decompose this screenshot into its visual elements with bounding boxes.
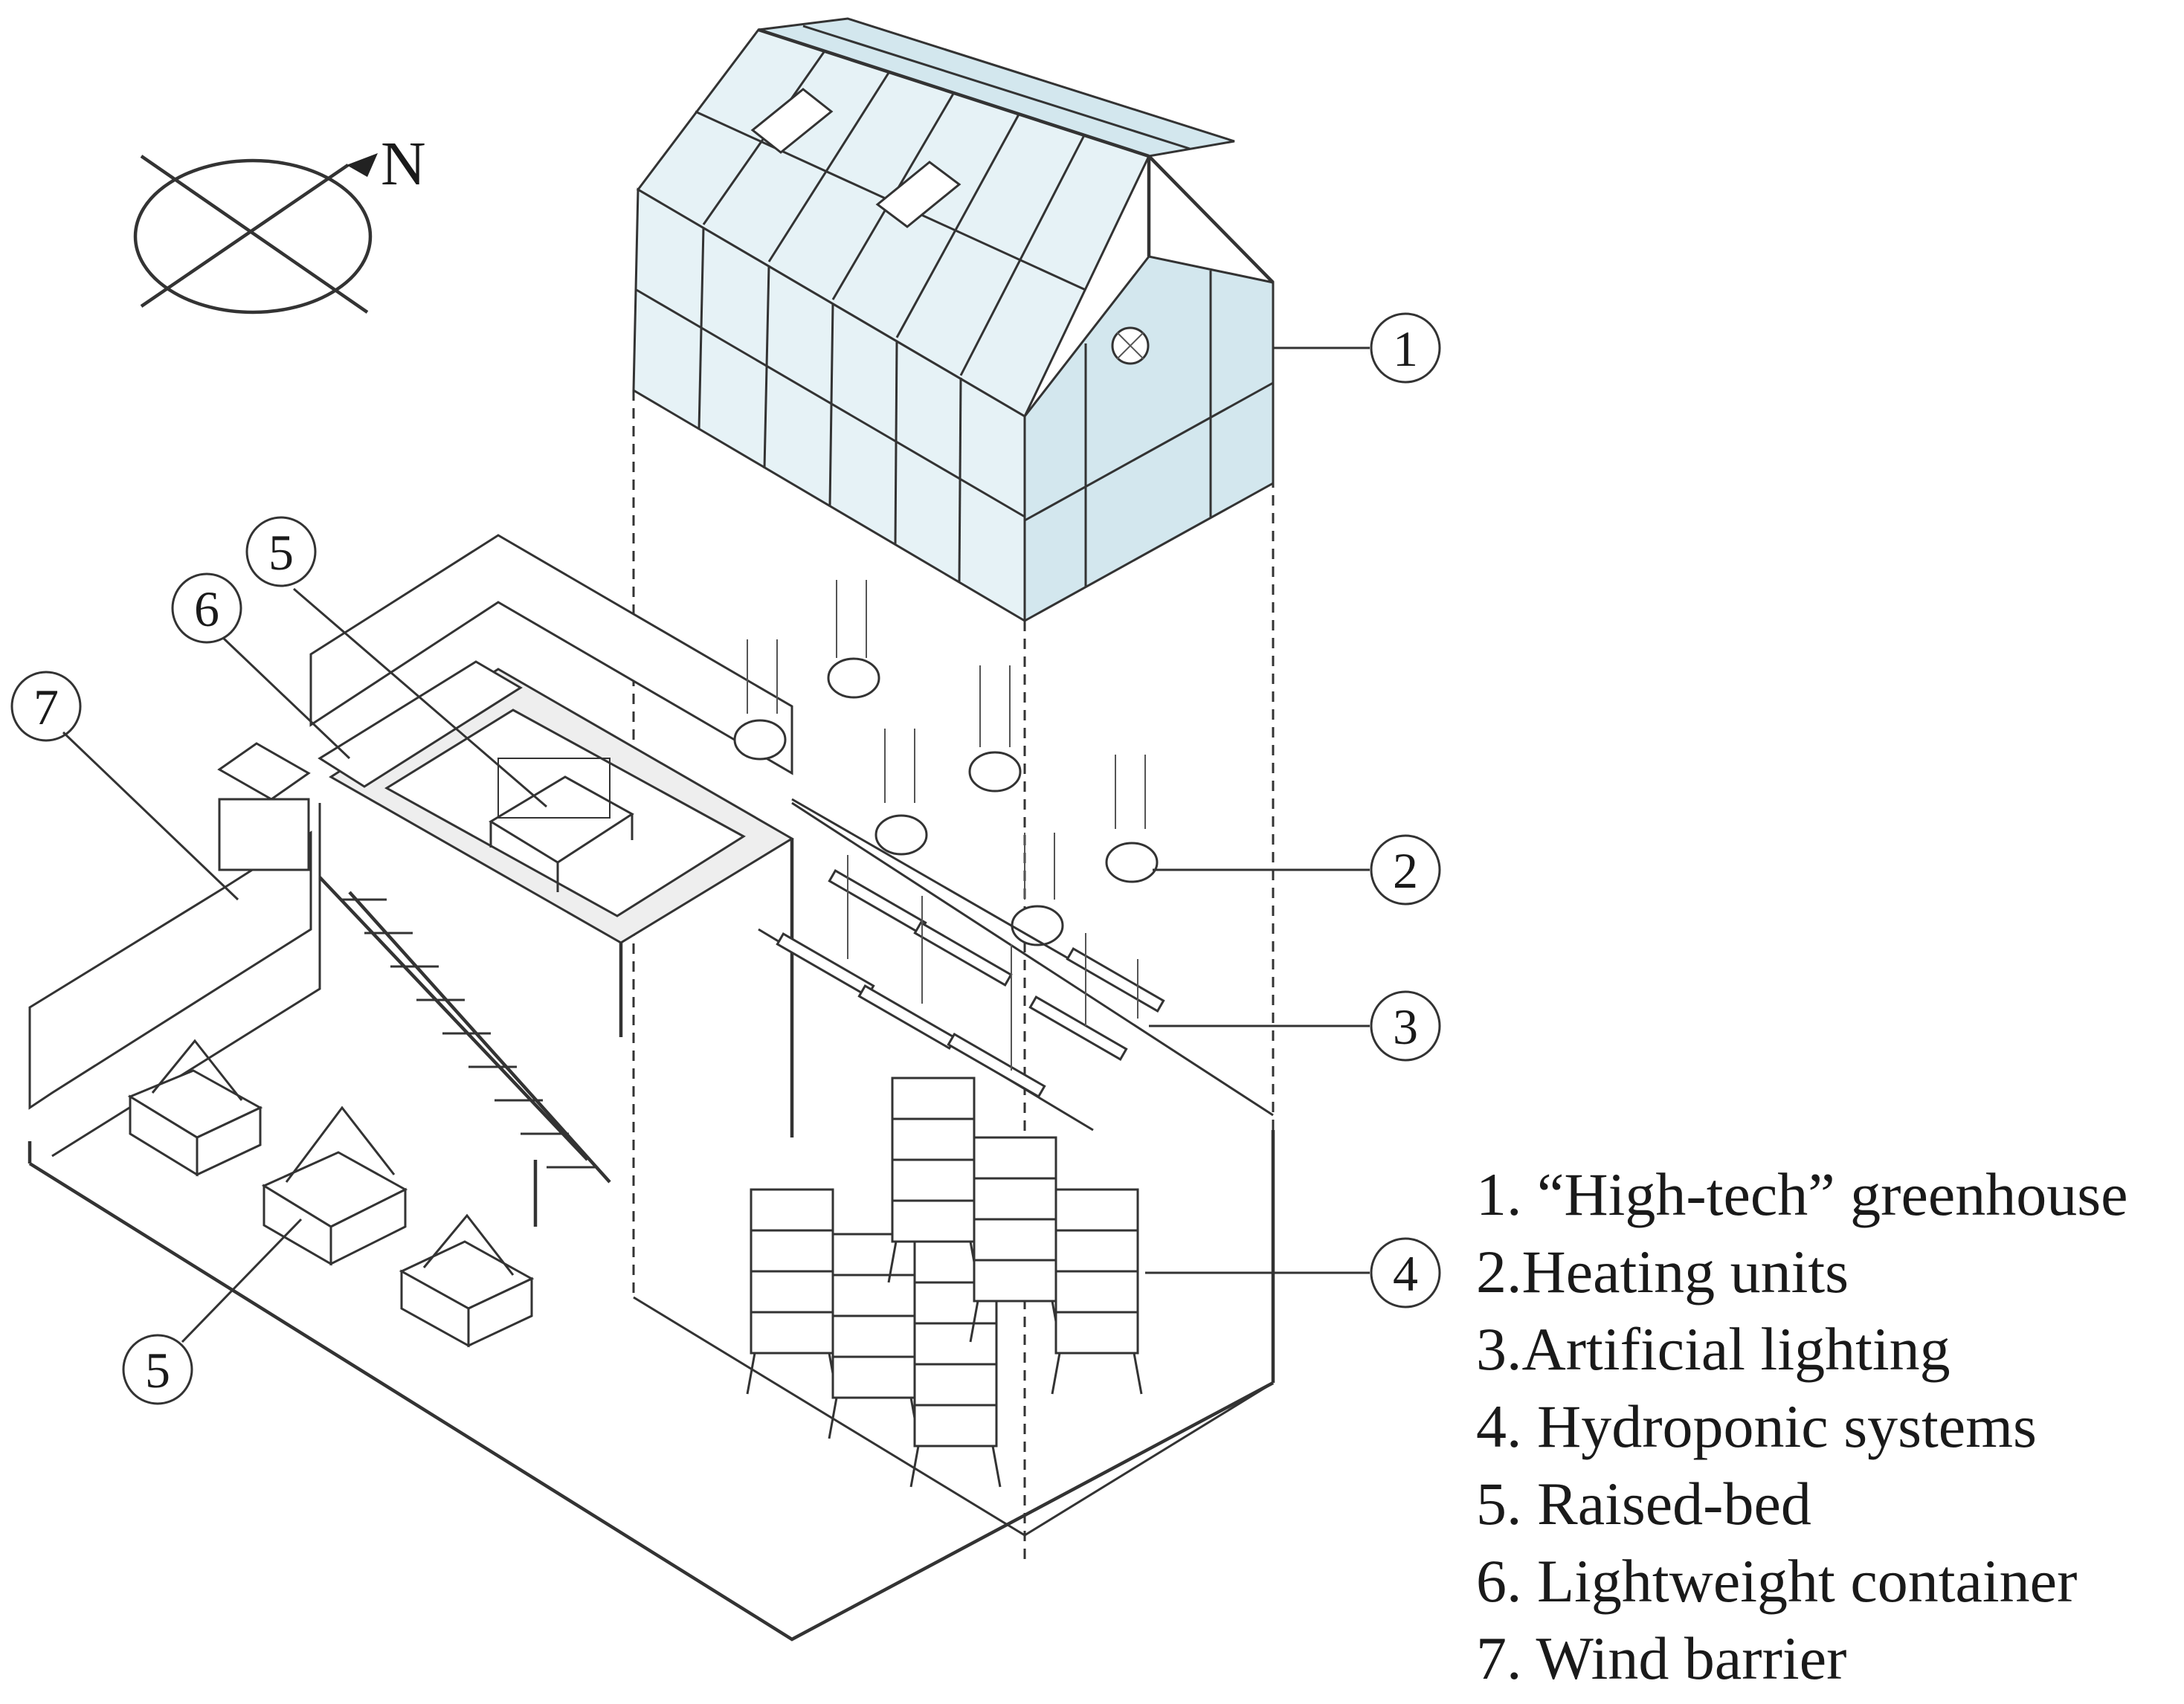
callout-7: 7 [10, 671, 82, 742]
ground-slab [28, 1162, 1275, 1642]
callout-5-yard: 5 [122, 1334, 193, 1405]
callout-6: 6 [171, 572, 242, 644]
svg-text:1: 1 [1393, 320, 1418, 377]
legend-item-heating-units: 2.Heating units [1476, 1238, 1849, 1306]
raised-bed-terrace [489, 758, 634, 892]
staircase [318, 876, 611, 1227]
heater-icon [968, 665, 1022, 793]
heater-icon [827, 580, 880, 699]
fan-icon [1111, 326, 1150, 365]
legend-item-hydroponic-systems: 4. Hydroponic systems [1476, 1392, 2037, 1460]
callout-3: 3 [1370, 990, 1441, 1062]
callout-1: 1 [1370, 312, 1441, 384]
north-arrow-icon [347, 153, 378, 177]
svg-text:5: 5 [145, 1342, 170, 1398]
hydroponic-systems [746, 1077, 1143, 1488]
heater-icon [1105, 755, 1159, 883]
svg-text:2: 2 [1393, 842, 1418, 899]
heating-units [733, 580, 1159, 946]
legend-item-wind-barrier: 7. Wind barrier [1476, 1624, 1847, 1692]
greenhouse [632, 17, 1275, 623]
light-bar-icon [857, 984, 957, 1050]
hydroponic-tower-icon [887, 1077, 979, 1283]
heater-icon [733, 639, 787, 761]
callout-4: 4 [1370, 1237, 1441, 1308]
wind-barrier-upper [309, 534, 793, 775]
compass-ellipse [133, 158, 373, 314]
legend-item-artificial-lighting: 3.Artificial lighting [1476, 1315, 1951, 1383]
wind-barrier-lower [28, 830, 312, 1110]
leader-lines [62, 346, 1370, 1343]
svg-text:5: 5 [268, 524, 294, 581]
hydroponic-tower-icon [1051, 1188, 1143, 1395]
lightweight-container [318, 660, 523, 788]
svg-text:3: 3 [1393, 998, 1418, 1055]
raised-bed-yard-3 [399, 1213, 535, 1348]
heater-icon [874, 729, 928, 856]
light-bar-icon [947, 1033, 1046, 1098]
light-bar-icon [1028, 995, 1128, 1061]
legend-item-raised-bed: 5. Raised-bed [1476, 1470, 1811, 1537]
lighting-fixtures [758, 798, 1165, 1132]
compass-rose: N [133, 129, 426, 314]
svg-text:4: 4 [1393, 1245, 1418, 1302]
light-bar-icon [913, 921, 1013, 987]
hydroponic-tower-icon [828, 1233, 920, 1439]
building-base [28, 534, 1275, 1642]
hydroponic-tower-icon [746, 1188, 838, 1395]
stair-landing [217, 742, 311, 801]
heater-icon [1011, 833, 1064, 946]
callout-2: 2 [1370, 834, 1441, 906]
raised-bed-yard-1 [127, 1039, 263, 1177]
raised-bed-yard-2 [261, 1106, 408, 1266]
hydroponic-tower-icon [969, 1136, 1061, 1343]
north-label: N [381, 129, 426, 199]
legend-item-lightweight-container: 6. Lightweight container [1476, 1547, 2078, 1615]
hydroponic-tower-icon [909, 1281, 1002, 1488]
legend-item-greenhouse: 1. “High-tech” greenhouse [1476, 1161, 2128, 1228]
legend: 1. “High-tech” greenhouse 2.Heating unit… [1476, 1156, 2175, 1697]
callout-5-terrace: 5 [245, 516, 317, 587]
svg-text:7: 7 [33, 679, 59, 735]
light-bar-icon [1066, 947, 1165, 1013]
svg-text:6: 6 [194, 581, 219, 637]
